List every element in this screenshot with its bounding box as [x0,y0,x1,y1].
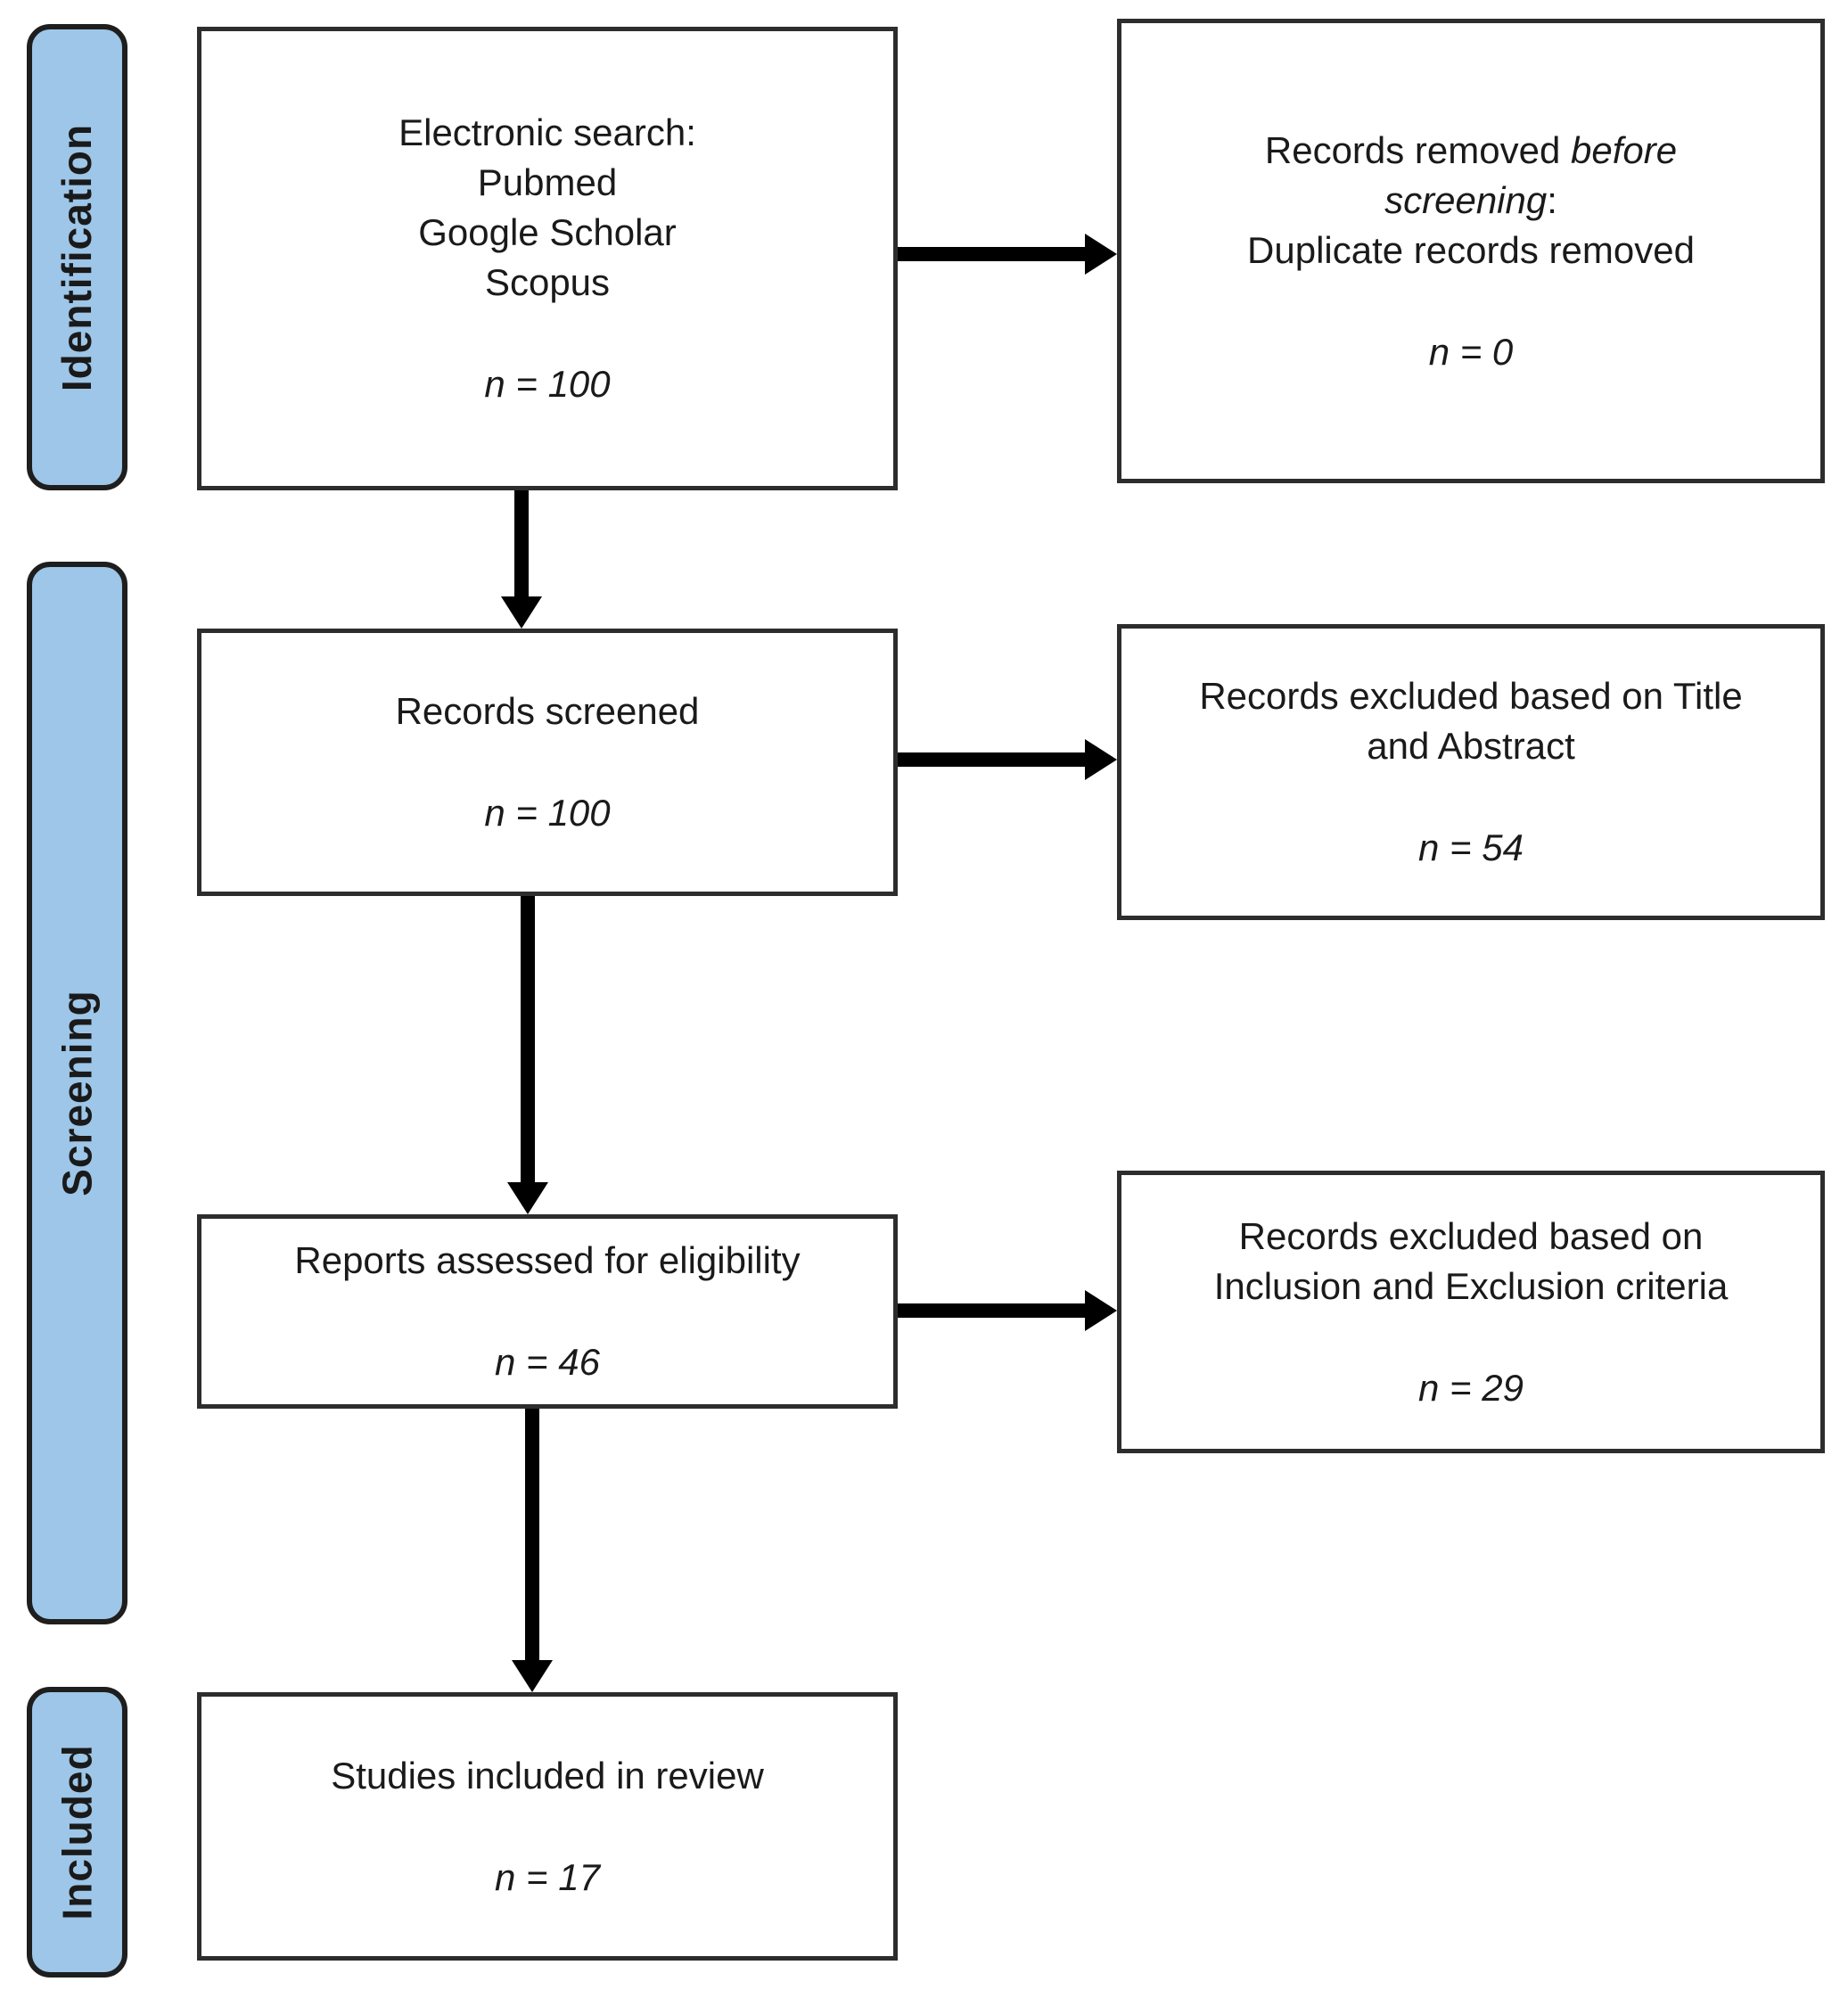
stage-label-included: Included [53,1744,101,1920]
box-electronic-search-line3: Google Scholar [418,211,677,253]
box-electronic-search-line2: Pubmed [477,161,618,203]
arrow-screened-to-assessed-head [507,1182,548,1214]
box-records-screened-count: n = 100 [484,792,611,834]
stage-bar-identification: Identification [27,24,127,490]
stage-bar-included: Included [27,1687,127,1977]
box-records-removed-line1: Records removed before [1265,126,1677,176]
box-records-removed-count: n = 0 [1428,330,1514,373]
box-excluded-title-count: n = 54 [1418,826,1524,868]
arrow-screened-to-excluded-head [1085,739,1117,780]
box-records-excluded-title-abstract: Records excluded based on Title and Abst… [1117,624,1825,920]
stage-label-screening: Screening [53,990,101,1196]
box-records-screened-line1: Records screened [395,690,700,732]
box-electronic-search-line1: Electronic search: [398,111,696,153]
box-reports-assessed: Reports assessed for eligibility n = 46 [197,1214,898,1409]
box-records-excluded-criteria: Records excluded based on Inclusion and … [1117,1171,1825,1453]
box-excluded-title-line1: Records excluded based on Title [1199,675,1743,717]
box-excluded-criteria-line2: Inclusion and Exclusion criteria [1213,1264,1729,1307]
box-studies-included-line1: Studies included in review [331,1754,764,1797]
arrow-search-to-removed-head [1085,234,1117,275]
box-electronic-search: Electronic search: Pubmed Google Scholar… [197,27,898,490]
box-studies-included: Studies included in review n = 17 [197,1692,898,1961]
removed-line1-italic: before [1571,128,1678,171]
box-studies-included-count: n = 17 [495,1855,600,1898]
arrow-search-to-screened-head [501,596,542,629]
stage-bar-screening: Screening [27,562,127,1624]
box-electronic-search-line4: Scopus [484,261,611,303]
box-records-removed-line2: screening: [1384,176,1557,226]
box-records-removed-before-screening: Records removed before screening: Duplic… [1117,19,1825,483]
box-electronic-search-count: n = 100 [484,363,611,405]
box-reports-assessed-count: n = 46 [495,1341,600,1383]
removed-line2-suffix: : [1547,178,1557,221]
removed-line2-italic: screening [1384,178,1548,221]
box-excluded-criteria-count: n = 29 [1418,1366,1524,1409]
box-records-screened: Records screened n = 100 [197,629,898,896]
box-records-removed-line3: Duplicate records removed [1247,228,1695,271]
arrow-assessed-to-included-head [512,1660,553,1692]
arrow-assessed-to-excluded-head [1085,1290,1117,1331]
removed-line1-normal: Records removed [1264,128,1572,171]
stage-label-identification: Identification [53,123,101,391]
box-excluded-title-line2: and Abstract [1367,725,1575,767]
box-excluded-criteria-line1: Records excluded based on [1238,1214,1704,1257]
box-reports-assessed-line1: Reports assessed for eligibility [294,1239,801,1281]
